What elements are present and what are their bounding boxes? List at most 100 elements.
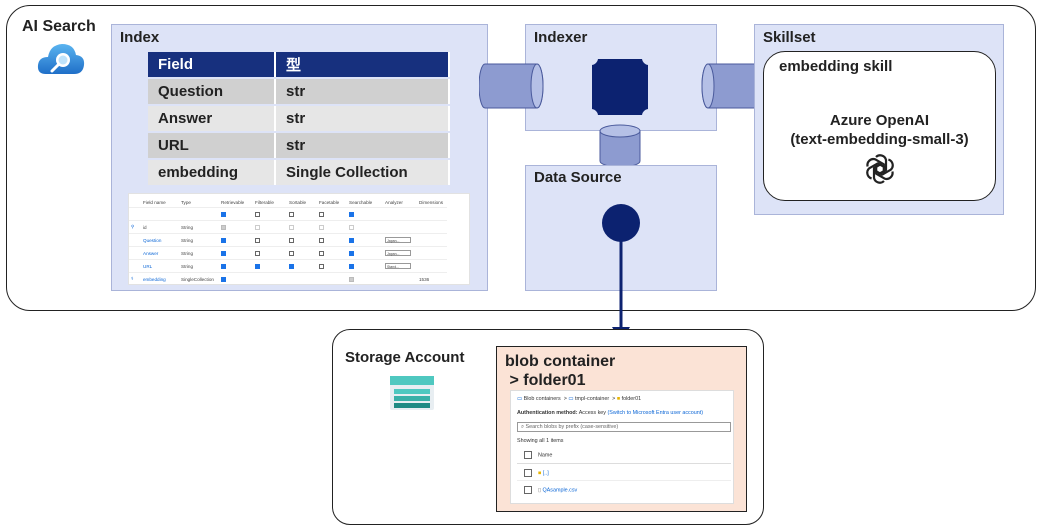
col-header: Field name [141,197,179,208]
type-cell: Single Collection [276,160,450,185]
dimensions-value: 1536 [417,272,447,284]
checkbox[interactable] [289,211,294,217]
search-placeholder: Search blobs by prefix (case-sensitive) [525,424,619,430]
col-header: Dimensions [417,197,447,208]
analyzer-dropdown[interactable]: Japan... [385,250,411,256]
switch-auth-link[interactable]: (Switch to Microsoft Entra user account) [607,410,704,416]
name-column-label: Name [538,452,553,459]
table-row: Question str [148,79,450,104]
breadcrumb-item[interactable]: folder01 [621,396,642,402]
checkbox[interactable] [289,237,294,243]
table-row: URL String Stand... [129,259,447,273]
checkbox [221,224,226,230]
checkbox [349,224,354,230]
portal-header-row: Field name Type Retrievable Filterable S… [129,197,447,208]
breadcrumb: ▭ Blob containers > ▭ tmpl-container > ■… [517,396,642,402]
checkbox[interactable] [349,237,354,243]
header-field: Field [148,52,276,77]
checkbox [289,224,294,230]
table-row: ⚲ id String [129,220,447,234]
checkbox[interactable] [289,250,294,256]
skill-model-text: Azure OpenAI (text-embedding-small-3) [764,111,995,149]
checkbox[interactable] [255,237,260,243]
indexer-title: Indexer [534,29,588,46]
blob-container-title: blob container > folder01 [505,352,615,390]
checkbox[interactable] [221,276,226,282]
row-checkbox[interactable] [524,469,532,477]
indexer-node-icon [592,59,648,115]
portal-fields-table: Field name Type Retrievable Filterable S… [129,197,447,284]
analyzer-dropdown[interactable]: Stand... [385,263,411,269]
checkbox[interactable] [289,263,294,269]
item-count: Showing all 1 items [517,438,564,444]
data-source-title: Data Source [534,169,622,186]
type-cell: str [276,133,450,158]
index-fields-screenshot: Field name Type Retrievable Filterable S… [128,193,470,285]
field-name[interactable]: URL [141,259,179,273]
checkbox [255,224,260,230]
vector-icon: ⚕ [129,272,141,284]
field-name: id [141,220,179,234]
indexer-datasource-connector [599,124,641,168]
portal-checkall-row [129,207,447,221]
checkbox[interactable] [319,250,324,256]
data-source-arrow [602,204,640,342]
checkbox[interactable] [319,237,324,243]
name-header: Name [524,451,552,459]
field-name[interactable]: Question [141,233,179,247]
skill-name: embedding skill [779,58,893,75]
checkbox [349,276,354,282]
checkbox[interactable] [221,250,226,256]
field-cell: Question [148,79,276,104]
checkbox[interactable] [255,211,260,217]
col-header: Type [179,197,219,208]
auth-value: Access key [578,410,606,416]
openai-logo-icon [866,154,894,184]
model-line-2: (text-embedding-small-3) [790,131,969,148]
checkbox[interactable] [319,263,324,269]
ai-search-title: AI Search [22,18,96,35]
file-icon: ▯ [538,487,541,494]
checkbox[interactable] [319,211,324,217]
blob-file-link[interactable]: QAsample.csv [542,487,578,494]
checkbox[interactable] [221,211,226,217]
search-input[interactable]: ⌕ Search blobs by prefix (case-sensitive… [517,422,731,432]
col-header: Sortable [287,197,317,208]
checkbox[interactable] [221,263,226,269]
storage-account-icon [390,376,434,410]
checkbox[interactable] [255,250,260,256]
table-row: Question String Japan... [129,233,447,247]
field-type: SingleCollection [179,272,219,284]
table-row: Answer String Japan... [129,246,447,260]
list-item[interactable]: ▯ QAsample.csv [524,486,577,494]
divider [517,463,731,464]
field-name[interactable]: embedding [141,272,179,284]
list-item[interactable]: ■ [..] [524,469,549,477]
auth-label: Authentication method: [517,410,578,416]
field-type: String [179,246,219,260]
checkbox[interactable] [349,211,354,217]
auth-method: Authentication method: Access key (Switc… [517,410,703,416]
select-all-checkbox[interactable] [524,451,532,459]
model-line-1: Azure OpenAI [829,112,930,129]
key-icon: ⚲ [129,220,141,234]
row-checkbox[interactable] [524,486,532,494]
col-header: Analyzer [383,197,417,208]
table-header-row: Field 型 [148,52,450,77]
checkbox[interactable] [349,263,354,269]
checkbox[interactable] [349,250,354,256]
table-row: URL str [148,133,450,158]
checkbox[interactable] [255,263,260,269]
table-row: ⚕ embedding SingleCollection 1536 [129,272,447,284]
col-header: Filterable [253,197,287,208]
index-field-table: Field 型 Question str Answer str URL str … [148,50,450,187]
checkbox[interactable] [221,237,226,243]
field-name[interactable]: Answer [141,246,179,260]
breadcrumb-item[interactable]: Blob containers [523,396,561,402]
analyzer-dropdown[interactable]: Japan... [385,237,411,243]
breadcrumb-item[interactable]: tmpl-container [575,396,610,402]
blob-title-line-1: blob container [505,353,616,370]
parent-folder-link[interactable]: [..] [542,470,549,477]
table-row: Answer str [148,106,450,131]
skillset-title: Skillset [763,29,816,46]
